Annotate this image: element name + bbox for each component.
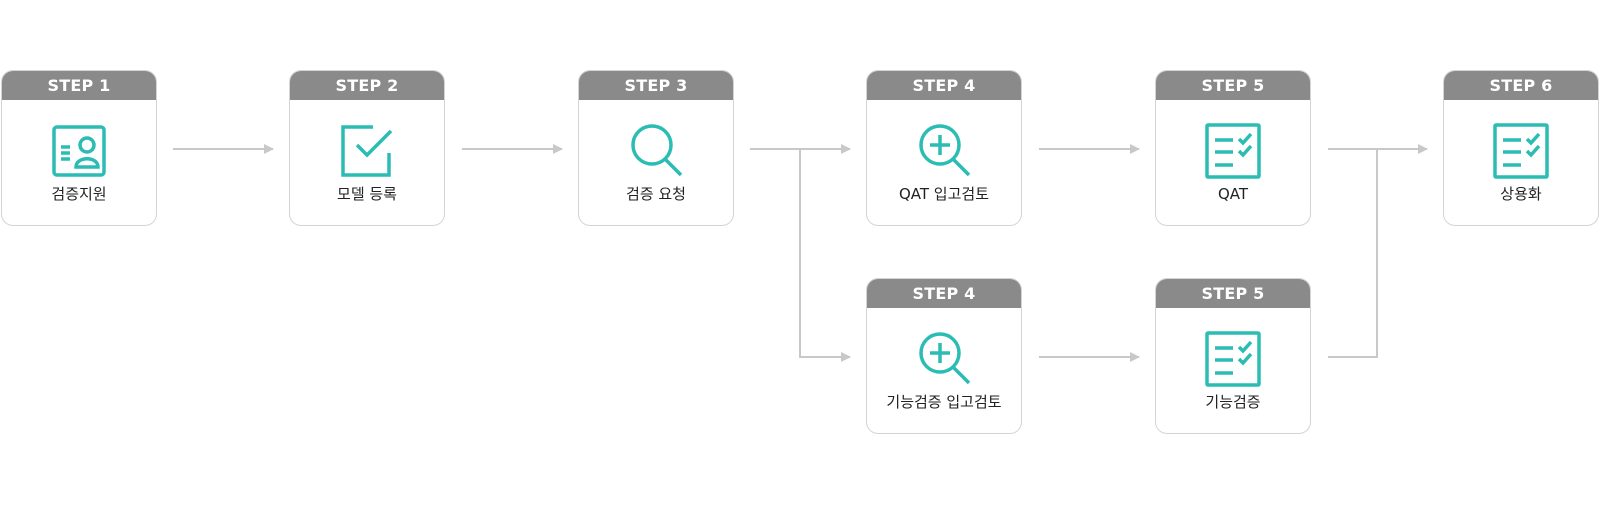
merge-step5-bottom (1328, 149, 1378, 358)
checklist-icon (1205, 123, 1261, 179)
step-number: STEP 6 (1444, 71, 1598, 100)
step-number: STEP 2 (290, 71, 444, 100)
step-label: 상용화 (1500, 185, 1542, 203)
step-number: STEP 4 (867, 279, 1021, 308)
step-label: 기능검증 (1205, 393, 1261, 411)
step-number: STEP 1 (2, 71, 156, 100)
step-label: QAT (1217, 185, 1249, 203)
step-number: STEP 5 (1156, 279, 1310, 308)
checklist-icon (1493, 123, 1549, 179)
step-card-6: STEP 6 상용화 (1443, 70, 1599, 226)
step-number: STEP 5 (1156, 71, 1310, 100)
step-number: STEP 3 (579, 71, 733, 100)
arrow-step3-step4-bottom (799, 149, 851, 362)
step-card-2: STEP 2 모델 등록 (289, 70, 445, 226)
step-card-5-function: STEP 5 기능검증 (1155, 278, 1311, 434)
step-card-4-function: STEP 4 기능검증 입고검토 (866, 278, 1022, 434)
step-card-1: STEP 1 검증지원 (1, 70, 157, 226)
zoom-in-icon (916, 331, 972, 387)
step-label: 검증지원 (51, 185, 107, 203)
checklist-icon (1205, 331, 1261, 387)
search-icon (628, 123, 684, 179)
step-label: 검증 요청 (626, 185, 686, 203)
zoom-in-icon (916, 123, 972, 179)
step-card-3: STEP 3 검증 요청 (578, 70, 734, 226)
step-label: QAT 입고검토 (898, 185, 990, 203)
checkbox-icon (339, 123, 395, 179)
id-card-icon (51, 123, 107, 179)
step-card-5-qat: STEP 5 QAT (1155, 70, 1311, 226)
step-label: 기능검증 입고검토 (886, 393, 1002, 411)
step-label: 모델 등록 (337, 185, 397, 203)
step-number: STEP 4 (867, 71, 1021, 100)
step-card-4-qat: STEP 4 QAT 입고검토 (866, 70, 1022, 226)
